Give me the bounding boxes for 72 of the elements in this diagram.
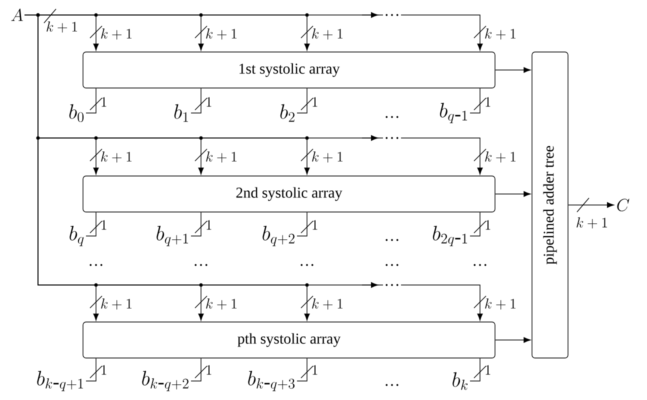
edge-label: $k+1$ [206, 151, 236, 163]
arrow [86, 358, 102, 382]
ellipsis: … [192, 263, 210, 267]
edge-label: $1$ [312, 97, 318, 107]
arrow [86, 212, 102, 236]
ellipsis: … [383, 238, 401, 242]
array-box: pth systolic array [82, 322, 496, 358]
ellipsis: … [383, 13, 401, 17]
ellipsis: … [383, 136, 401, 140]
edge-label: $k+1$ [312, 298, 342, 310]
edge-label: $k+1$ [485, 28, 516, 40]
ellipsis: … [298, 263, 316, 267]
output-label: $C$ [617, 198, 630, 212]
arrow [495, 67, 531, 73]
edge-label: $k+1$ [101, 151, 132, 163]
edge-label: $k+1$ [101, 298, 132, 310]
edge-label: $k+1$ [206, 298, 236, 310]
edge-label: $1$ [312, 365, 318, 375]
ellipsis: … [383, 383, 401, 387]
bit-label: $b_{k\mbox{-}q+2}$ [142, 370, 188, 392]
edge-label: $1$ [486, 97, 490, 107]
ellipsis: … [383, 115, 401, 119]
bit-label: $b_{q\mbox{-}1}$ [440, 102, 467, 124]
edge-label: $1$ [206, 220, 212, 230]
edge-label: $1$ [206, 97, 212, 107]
arrow [86, 88, 102, 114]
array-box: 2nd systolic array [82, 176, 496, 212]
adder-tree-box: pipelined adder tree [532, 52, 568, 358]
edge-label: $1$ [486, 365, 490, 375]
edge-label: $1$ [102, 220, 106, 230]
edge-label: $k+1$ [312, 151, 342, 163]
arrow [495, 337, 531, 343]
edge-label: $k+1$ [101, 28, 132, 40]
arrow [568, 198, 614, 212]
ellipsis: … [87, 263, 105, 267]
edge-label: $k+1$ [312, 28, 342, 40]
arrow [190, 358, 208, 382]
arrow [296, 88, 314, 114]
array-box: 1st systolic array [82, 52, 496, 88]
edge-label: $1$ [206, 365, 212, 375]
edge-label: $k+1$ [485, 298, 516, 310]
bit-label: $b_{1}$ [174, 104, 188, 122]
bit-label: $b_{k\mbox{-}q+1}$ [37, 370, 83, 392]
edge-label: $k+1$ [576, 217, 607, 228]
edge-label: $1$ [312, 220, 318, 230]
bit-label: $b_{k\mbox{-}q+3}$ [248, 370, 295, 392]
edge-label: $k+1$ [206, 28, 236, 40]
bit-label: $b_{0}$ [69, 104, 84, 122]
arrow [470, 358, 486, 382]
bit-label: $b_{k}$ [452, 372, 468, 390]
ellipsis: … [383, 283, 401, 287]
arrow [296, 358, 314, 382]
arrow [495, 191, 531, 197]
ellipsis: … [383, 263, 401, 267]
arrow [470, 88, 486, 114]
input-label: $A$ [11, 8, 23, 21]
arrow [470, 212, 486, 236]
bit-label: $b_{2q\mbox{-}1}$ [432, 226, 467, 246]
bit-label: $b_{q}$ [70, 226, 84, 246]
edge-label: $k+1$ [485, 151, 516, 163]
arrow [24, 14, 486, 321]
bit-label: $b_{q+2}$ [262, 226, 294, 246]
bit-label: $b_{q+1}$ [156, 226, 188, 246]
edge-label: $1$ [486, 220, 490, 230]
bit-label: $b_{2}$ [280, 104, 294, 122]
bus-width-label: $k+1$ [46, 21, 77, 33]
edge-label: $1$ [102, 97, 106, 107]
edge-label: $1$ [102, 365, 106, 375]
arrow [190, 88, 208, 114]
ellipsis: … [471, 263, 489, 267]
arrow [296, 212, 314, 236]
arrow [190, 212, 208, 236]
